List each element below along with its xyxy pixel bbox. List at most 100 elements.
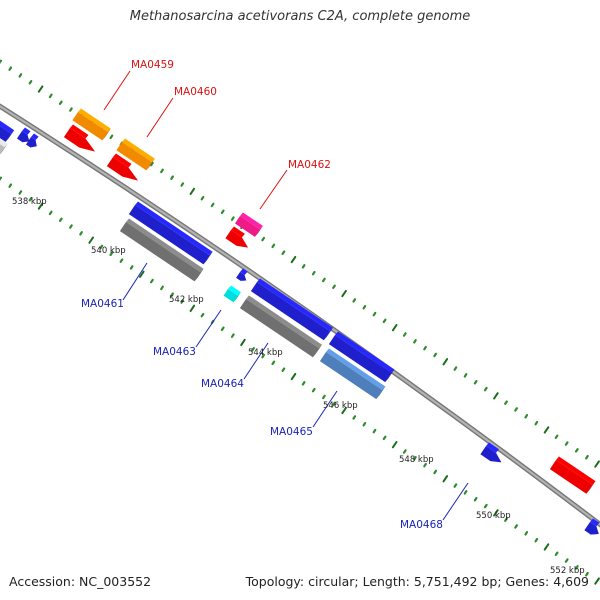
minor-tick [463,490,468,495]
map-title: Methanosarcina acetivorans C2A, complete… [129,9,471,24]
gene-ma0465-shadow[interactable] [319,348,386,400]
minor-tick [524,530,529,536]
gene-right-red-top [556,456,596,485]
minor-tick [170,175,174,180]
feature-left-blue-arrow-2[interactable] [26,133,39,148]
gene-label-ma0464[interactable]: MA0464 [201,378,244,390]
minor-tick [180,182,185,187]
minor-tick [372,311,377,317]
gene-ma0464-face [250,282,330,341]
feature-left-blue-1-end [5,130,15,142]
minor-tick [372,428,377,434]
gene-ma0465-face [328,335,392,383]
minor-tick [514,524,519,529]
gene-ma0460-arrow-face [106,157,139,181]
gene-ma0464-shadow[interactable] [239,295,322,358]
minor-tick [413,456,417,461]
minor-tick [58,100,63,106]
major-tick [341,406,347,415]
feature-left-grey-1-end [0,143,8,155]
minor-tick [129,265,134,270]
feature-left-blue-1[interactable] [0,115,15,142]
minor-tick [524,414,529,419]
major-tick [139,270,145,278]
minor-tick [251,347,255,352]
scale-label-546-kbp: 546 kbp [323,401,358,411]
minor-tick [352,415,357,420]
minor-tick [534,537,539,543]
gene-ma0465-shadow-end [376,386,386,400]
feature-left-grey-1-top [0,138,8,148]
gene-label-ma0461[interactable]: MA0461 [81,298,124,310]
gene-ma0463-arrow[interactable] [236,268,248,281]
gene-ma0462-arrow-face [225,230,249,248]
minor-tick [48,210,53,216]
major-tick [37,202,44,210]
scale-label-548-kbp: 548 kbp [399,455,434,465]
minor-tick [473,497,478,502]
minor-tick [48,93,53,99]
minor-tick [230,216,235,221]
minor-tick [160,168,164,174]
leader-ma0459 [103,70,131,111]
minor-tick [230,333,235,338]
major-tick [543,426,550,434]
gene-ma0463[interactable] [223,285,241,303]
feature-left-blue-arrow-1[interactable] [17,127,31,143]
gene-ma0460-arrow[interactable] [106,153,139,181]
major-tick [290,372,297,381]
gene-ma0463-arrow-face [236,272,247,281]
minor-tick [332,401,336,406]
scale-label-552-kbp: 552 kbp [550,566,585,576]
minor-tick [18,73,23,78]
gene-right-red[interactable] [549,456,596,494]
gene-ma0459-top [78,108,111,133]
gene-ma0464-shadow-face [239,299,319,358]
gene-ma0465[interactable] [328,331,395,383]
gene-ma0462-arrow[interactable] [225,226,249,248]
minor-tick [99,244,104,250]
gene-ma0462-end [254,225,263,237]
gene-ma0464[interactable] [250,278,333,341]
gene-ma0464-top [257,278,333,332]
feature-left-blue-arrow-1-face [17,131,30,143]
minor-tick [463,373,468,378]
minor-tick [585,571,589,577]
minor-tick [534,420,539,426]
gene-label-ma0462[interactable]: MA0462 [288,159,331,171]
leader-ma0461 [122,262,148,301]
minor-tick [504,517,508,522]
scale-label-540-kbp: 540 kbp [91,246,126,256]
minor-tick [402,449,407,454]
minor-tick [585,454,589,460]
gene-ma0461[interactable] [128,201,213,265]
major-tick [391,324,398,332]
accession-text: Accession: NC_003552 [9,574,152,589]
minor-tick [322,277,326,283]
gene-label-ma0460[interactable]: MA0460 [174,86,217,98]
gene-label-ma0465[interactable]: MA0465 [270,426,313,438]
gene-ma0461-shadow-top [126,218,204,273]
gene-ma0459-arrow[interactable] [63,124,96,152]
major-tick [88,236,94,244]
gene-ma0468-arrow[interactable] [480,442,502,463]
scale-label-538-kbp: 538 kbp [12,197,47,207]
feature-left-blue-1-top [0,120,15,134]
minor-tick [332,284,336,289]
gene-label-ma0459[interactable]: MA0459 [131,59,174,71]
minor-tick [453,483,458,488]
feature-bottom-right-blue[interactable] [584,518,600,535]
gene-ma0461-shadow[interactable] [119,218,204,282]
gene-label-ma0468[interactable]: MA0468 [400,519,443,531]
minor-tick [150,278,154,284]
gene-ma0459[interactable] [72,108,111,141]
minor-tick [453,366,458,371]
gene-ma0460[interactable] [116,138,155,171]
gene-label-ma0463[interactable]: MA0463 [153,346,196,358]
minor-tick [352,298,357,303]
major-tick [493,509,499,517]
feature-left-grey-1[interactable] [0,133,8,156]
major-tick [442,358,449,366]
gene-ma0462[interactable] [235,212,263,237]
